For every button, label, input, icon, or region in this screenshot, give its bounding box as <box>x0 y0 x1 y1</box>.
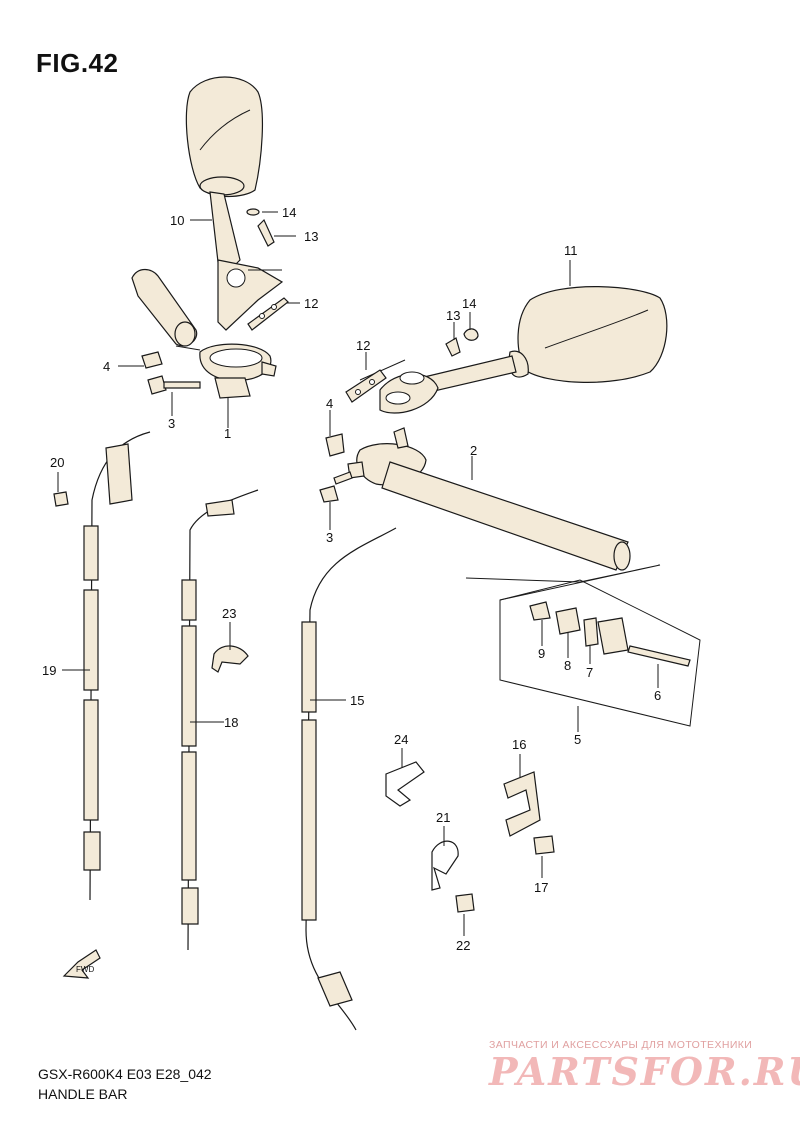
bolt-20 <box>53 491 69 507</box>
callout-18: 18 <box>224 715 238 730</box>
left-clamp-bolt <box>147 375 201 395</box>
bar-end-balancer-kit <box>465 564 701 727</box>
callout-12-left: 12 <box>304 296 318 311</box>
cable-clamp-24 <box>385 761 425 807</box>
callout-23: 23 <box>222 606 236 621</box>
callout-20: 20 <box>50 455 64 470</box>
callout-24: 24 <box>394 732 408 747</box>
bolt-17 <box>533 835 555 855</box>
watermark-caption: ЗАПЧАСТИ И АКСЕССУАРЫ ДЛЯ МОТОТЕХНИКИ <box>489 1039 753 1051</box>
cable-clamp-21 <box>431 840 459 891</box>
figure-title: FIG.42 <box>36 48 119 78</box>
callout-6: 6 <box>654 688 661 703</box>
callout-11: 11 <box>564 243 578 258</box>
right-mirror <box>359 286 668 414</box>
callout-1: 1 <box>224 426 231 441</box>
callout-13-right: 13 <box>446 308 460 323</box>
callout-8: 8 <box>564 658 571 673</box>
callout-7: 7 <box>586 665 593 680</box>
leader-lines <box>57 211 659 936</box>
callout-labels: 1 2 3 3 4 4 5 6 7 8 9 10 11 12 12 13 13 … <box>42 205 661 953</box>
watermark-brand: PARTSFOR.RU <box>489 1049 800 1094</box>
cable-15 <box>301 527 397 1031</box>
callout-3-right: 3 <box>326 530 333 545</box>
callout-5: 5 <box>574 732 581 747</box>
section-name: HANDLE BAR <box>38 1086 128 1102</box>
right-clamp-bolt <box>319 471 353 503</box>
cable-19 <box>83 431 151 901</box>
callout-15: 15 <box>350 693 364 708</box>
callout-13-left: 13 <box>304 229 318 244</box>
callout-4-left: 4 <box>103 359 110 374</box>
callout-4-right: 4 <box>326 396 333 411</box>
callout-14-left: 14 <box>282 205 296 220</box>
fwd-label: FWD <box>76 965 94 974</box>
bolt-22 <box>455 893 475 913</box>
callout-12-right: 12 <box>356 338 370 353</box>
left-mirror <box>185 76 284 331</box>
right-bolt-set <box>345 328 479 403</box>
callout-17: 17 <box>534 880 548 895</box>
bracket-16 <box>503 771 541 837</box>
callout-9: 9 <box>538 646 545 661</box>
fwd-arrow-icon: FWD <box>62 949 101 979</box>
cable-guide-clip-23 <box>211 645 249 673</box>
right-handlebar <box>325 427 631 571</box>
cable-18 <box>181 489 259 951</box>
callout-10: 10 <box>170 213 184 228</box>
callout-3-left: 3 <box>168 416 175 431</box>
left-grip-assembly <box>131 268 277 399</box>
callout-19: 19 <box>42 663 56 678</box>
left-bolt-set <box>246 208 289 331</box>
model-code: GSX-R600K4 E03 E28_042 <box>38 1066 212 1082</box>
callout-16: 16 <box>512 737 526 752</box>
callout-2: 2 <box>470 443 477 458</box>
callout-22: 22 <box>456 938 470 953</box>
callout-21: 21 <box>436 810 450 825</box>
callout-14-right: 14 <box>462 296 476 311</box>
